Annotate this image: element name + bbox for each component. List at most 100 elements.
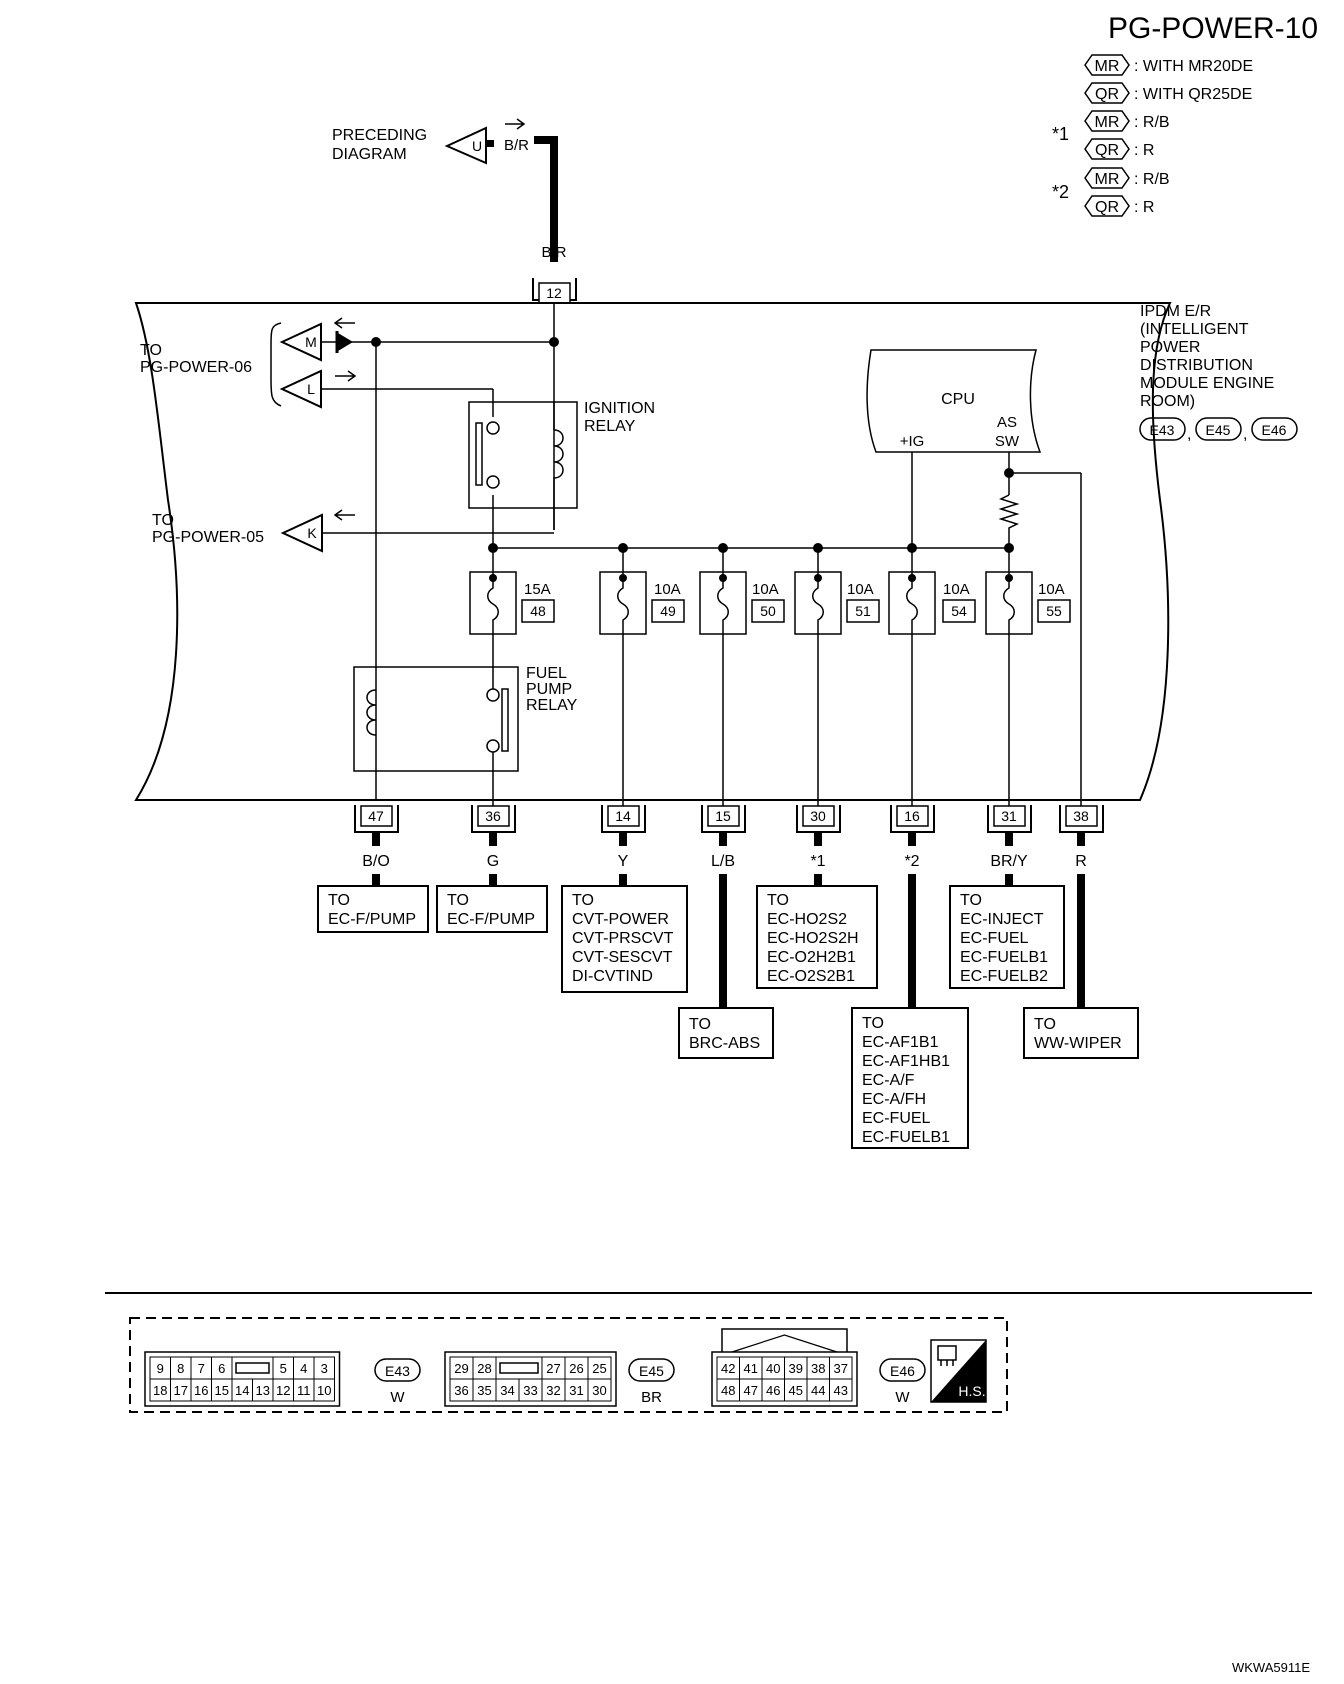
separator: , (1243, 426, 1247, 443)
destination-frame (949, 885, 1065, 989)
fuse-amps: 10A (1038, 581, 1065, 598)
destination-line: EC-A/F (862, 1072, 915, 1089)
destination-line: TO (572, 892, 594, 909)
connector-color: BR (641, 1389, 662, 1406)
splice-dot (371, 337, 381, 347)
legend-tag-shape (1084, 195, 1130, 217)
fuse-54: 10A 54 (888, 571, 976, 812)
destination-line: TO (862, 1015, 884, 1032)
legend: MR : WITH MR20DE QR : WITH QR25DE *1 MR … (1052, 54, 1253, 217)
terminal-number: 12 (546, 285, 562, 301)
destination-box: TO BRC-ABS (678, 1007, 774, 1059)
destination-box: TO EC-F/PUMP (317, 885, 429, 933)
pin-number: 33 (523, 1383, 537, 1398)
cpu-pin-label: +IG (900, 433, 925, 450)
terminal-box (993, 805, 1026, 827)
destination-line: CVT-SESCVT (572, 949, 673, 966)
fuse-number-box (751, 599, 785, 623)
pin-number: 7 (198, 1361, 205, 1376)
module-label-line: DISTRIBUTION (1140, 357, 1253, 374)
pin-number: 31 (569, 1383, 583, 1398)
pin-number: 38 (811, 1361, 825, 1376)
pin-number: 30 (592, 1383, 606, 1398)
fuse-number-box (1037, 599, 1071, 623)
wire-color: Y (618, 853, 629, 870)
pin-number: 12 (276, 1383, 290, 1398)
destination-box: TO CVT-POWER CVT-PRSCVT CVT-SESCVT DI-CV… (561, 885, 688, 993)
destination-frame (317, 885, 429, 933)
destination-line: EC-F/PUMP (447, 911, 535, 928)
legend-tag-shape (1084, 54, 1130, 76)
fuse-number: 48 (530, 603, 546, 619)
destination-line: EC-FUELB1 (960, 949, 1048, 966)
wire (534, 136, 558, 262)
wire (486, 140, 494, 147)
cpu-label: CPU (941, 391, 975, 408)
pin-number: 13 (256, 1383, 270, 1398)
pin-number: 8 (177, 1361, 184, 1376)
destination-line: EC-HO2S2H (767, 930, 859, 947)
ignition-relay: IGNITION RELAY (468, 400, 655, 530)
legend-text: : WITH MR20DE (1134, 58, 1253, 75)
splice-dot (488, 543, 498, 553)
destination-box: TO EC-INJECT EC-FUEL EC-FUELB1 EC-FUELB2 (949, 885, 1065, 989)
ref-page: PG-POWER-06 (140, 359, 252, 376)
fuse-51: 10A 51 (794, 548, 880, 812)
flow-arrow-icon (505, 118, 526, 130)
wire-color: G (487, 853, 499, 870)
destination-line: TO (960, 892, 982, 909)
destination-box: TO EC-AF1B1 EC-AF1HB1 EC-A/F EC-A/FH EC-… (851, 1007, 969, 1149)
pin-cell (587, 1356, 612, 1380)
pin-cell (829, 1356, 853, 1380)
legend-tag-shape (1084, 167, 1130, 189)
fuse-amps: 10A (943, 581, 970, 598)
pin-number: 36 (454, 1383, 468, 1398)
wire (1077, 874, 1085, 1008)
destination-line: EC-FUELB1 (862, 1129, 950, 1146)
splice-dot (907, 543, 917, 553)
pin-number: 43 (834, 1383, 848, 1398)
connector-id: E46 (1262, 422, 1287, 438)
flow-arrows (333, 317, 357, 521)
ref-page: PG-POWER-05 (152, 529, 264, 546)
wire (719, 874, 727, 1008)
wire (619, 874, 627, 886)
destination-box: TO EC-HO2S2 EC-HO2S2H EC-O2H2B1 EC-O2S2B… (756, 885, 878, 989)
destination-line: EC-O2H2B1 (767, 949, 856, 966)
pin-number: 28 (477, 1361, 491, 1376)
relay-box (468, 401, 578, 509)
relay-coil-icon (366, 689, 377, 736)
splice-dots (371, 337, 1014, 553)
destination-line: EC-A/FH (862, 1091, 926, 1108)
legend-mark: *2 (1052, 182, 1069, 202)
destination-line: EC-FUEL (862, 1110, 931, 1127)
legend-tag-shape (1084, 110, 1130, 132)
terminal-box (802, 805, 835, 827)
fuse-number: 50 (760, 603, 776, 619)
wire-color: R (1075, 853, 1087, 870)
fuse-icon (1003, 578, 1015, 632)
fuse-number: 49 (660, 603, 676, 619)
legend-text: : R/B (1134, 171, 1170, 188)
cpu-pin-label: SW (995, 433, 1020, 450)
wire (1077, 832, 1085, 846)
connector-letter: U (472, 138, 482, 154)
connector-badge (879, 1358, 926, 1382)
pin-number: 34 (500, 1383, 514, 1398)
destination-frame (1023, 1007, 1139, 1059)
connector-key (235, 1362, 270, 1374)
diode-icon (338, 333, 353, 351)
fuse-amps: 10A (847, 581, 874, 598)
wire-color: BR/Y (990, 853, 1028, 870)
connector-id: E45 (1206, 422, 1231, 438)
destination-frame (756, 885, 878, 989)
pin-number: 18 (153, 1383, 167, 1398)
terminal-box (1065, 805, 1098, 827)
terminal-number: 31 (1001, 808, 1017, 824)
hs-fill (931, 1340, 986, 1402)
legend-mark: *1 (1052, 124, 1069, 144)
pin-number: 5 (280, 1361, 287, 1376)
fuse-amps: 10A (752, 581, 779, 598)
